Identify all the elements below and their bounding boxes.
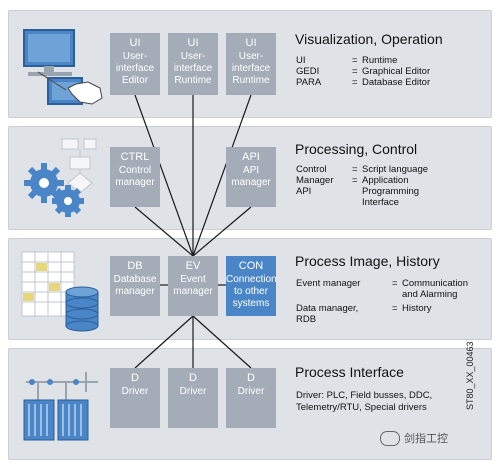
box-connection-other-systems: CON Connection to other systems	[226, 256, 277, 316]
box-driver-1: D Driver	[110, 368, 160, 428]
driver-description: Driver: PLC, Field busses, DDC, Telemetr…	[296, 390, 433, 413]
box-abbr: D	[189, 372, 197, 384]
box-driver-2: D Driver	[168, 368, 218, 428]
legend-value: Script language	[362, 164, 429, 175]
box-label: API manager	[231, 165, 271, 188]
box-label: Driver	[179, 386, 207, 397]
box-label: Database manager	[113, 274, 157, 297]
legend-key: Control	[296, 164, 327, 175]
box-ui-runtime-1: UI User- interface Runtime	[168, 33, 218, 95]
box-abbr: EV	[185, 260, 201, 272]
legend-row: Event manager=Communication and Alarming	[296, 278, 468, 300]
database-table-icon	[21, 251, 99, 332]
legend-row: UI=Runtime	[296, 55, 398, 66]
box-ctrl-manager: CTRL Control manager	[110, 147, 160, 207]
legend-row: API Programming Interface	[296, 186, 428, 208]
layer-title-process-interface: Process Interface	[295, 364, 404, 380]
legend-row: Manager=Application	[296, 175, 409, 186]
box-label: User- interface Editor	[115, 51, 155, 86]
layer-title-processing: Processing, Control	[295, 141, 418, 157]
box-abbr: D	[247, 372, 255, 384]
monitor-touch-icon	[23, 29, 103, 105]
legend-value: Programming Interface	[362, 186, 420, 208]
box-event-manager: EV Event manager	[168, 256, 218, 316]
legend-key: UI	[296, 55, 306, 66]
legend-row: Control=Script language	[296, 164, 429, 175]
box-abbr: CON	[238, 260, 264, 272]
box-ui-runtime-2: UI User- interface Runtime	[226, 33, 276, 95]
box-abbr: UI	[129, 37, 141, 49]
box-abbr: UI	[245, 37, 257, 49]
legend-value: Database Editor	[362, 77, 431, 88]
watermark: 剑指工控	[380, 430, 448, 446]
legend-key: API	[296, 186, 312, 197]
box-label: Driver	[121, 386, 149, 397]
box-label: Event manager	[173, 274, 213, 297]
legend-processing: Control=Script language Manager=Applicat…	[296, 164, 428, 208]
layer-title-process-image: Process Image, History	[295, 253, 440, 269]
box-ui-editor: UI User- interface Editor	[110, 33, 160, 95]
box-abbr: CTRL	[120, 151, 150, 163]
box-label: User- interface Runtime	[173, 51, 213, 86]
fieldbus-racks-icon	[23, 372, 98, 441]
watermark-text: 剑指工控	[404, 433, 448, 445]
legend-row: Data manager, RDB=History	[296, 303, 432, 325]
legend-value: Graphical Editor	[362, 66, 431, 77]
box-label: User- interface Runtime	[231, 51, 271, 86]
box-abbr: UI	[187, 37, 199, 49]
box-api-manager: API API manager	[226, 147, 276, 207]
legend-key: GEDI	[296, 66, 320, 77]
legend-process-image: Event manager=Communication and Alarming…	[296, 278, 468, 325]
gears-flowchart-icon	[24, 138, 97, 217]
box-abbr: DB	[127, 260, 143, 272]
box-abbr: API	[242, 151, 260, 163]
legend-value: Communication and Alarming	[402, 278, 468, 300]
legend-key: Data manager, RDB	[296, 303, 359, 325]
box-label: Connection to other systems	[226, 274, 277, 309]
document-code: ST80_XX_00463	[465, 341, 475, 410]
box-db-manager: DB Database manager	[110, 256, 160, 316]
box-label: Driver	[237, 386, 265, 397]
legend-value: History	[402, 303, 432, 314]
box-label: Control manager	[115, 165, 155, 188]
legend-key: Manager	[296, 175, 334, 186]
legend-key: Event manager	[296, 278, 361, 289]
layer-title-visualization: Visualization, Operation	[295, 31, 443, 47]
legend-key: PARA	[296, 77, 322, 88]
legend-row: PARA=Database Editor	[296, 77, 431, 88]
box-abbr: D	[131, 372, 139, 384]
legend-value: Runtime	[362, 55, 398, 66]
legend-visualization: UI=Runtime GEDI=Graphical Editor PARA=Da…	[296, 55, 430, 88]
legend-row: GEDI=Graphical Editor	[296, 66, 431, 77]
wechat-icon	[380, 430, 400, 446]
legend-value: Application	[362, 175, 409, 186]
box-driver-3: D Driver	[226, 368, 276, 428]
